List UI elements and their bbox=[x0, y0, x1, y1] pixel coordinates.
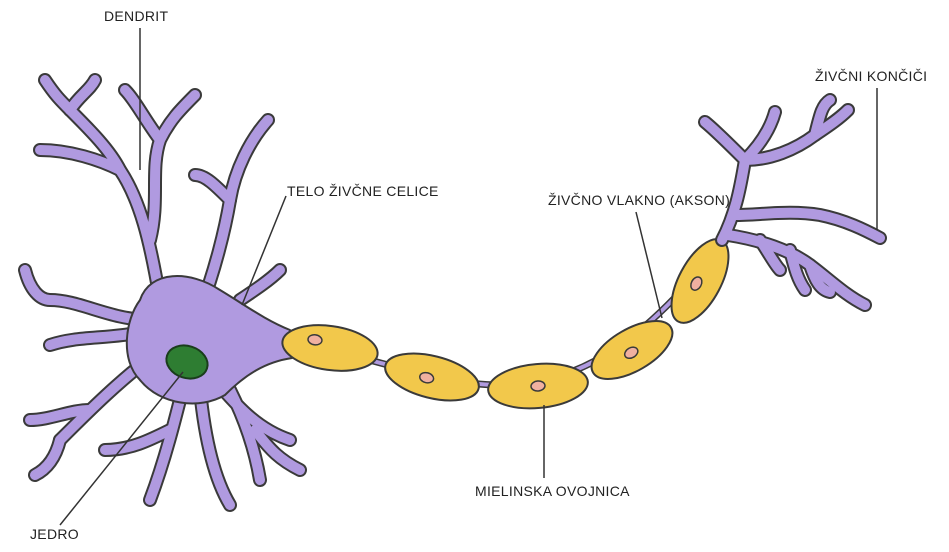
label-telo-zivcne-celice: TELO ŽIVČNE CELICE bbox=[287, 183, 439, 199]
leader-akson bbox=[636, 212, 662, 318]
label-zivcni-koncici: ŽIVČNI KONČIČI bbox=[815, 68, 927, 84]
cell-body bbox=[25, 80, 300, 505]
label-mielinska-ovojnica: MIELINSKA OVOJNICA bbox=[475, 483, 630, 499]
label-zivcno-vlakno: ŽIVČNO VLAKNO (AKSON) bbox=[548, 192, 730, 208]
axon-terminals bbox=[705, 100, 880, 305]
myelin-sheath bbox=[279, 231, 740, 413]
label-jedro: JEDRO bbox=[30, 526, 79, 542]
label-dendrit: DENDRIT bbox=[104, 8, 168, 24]
